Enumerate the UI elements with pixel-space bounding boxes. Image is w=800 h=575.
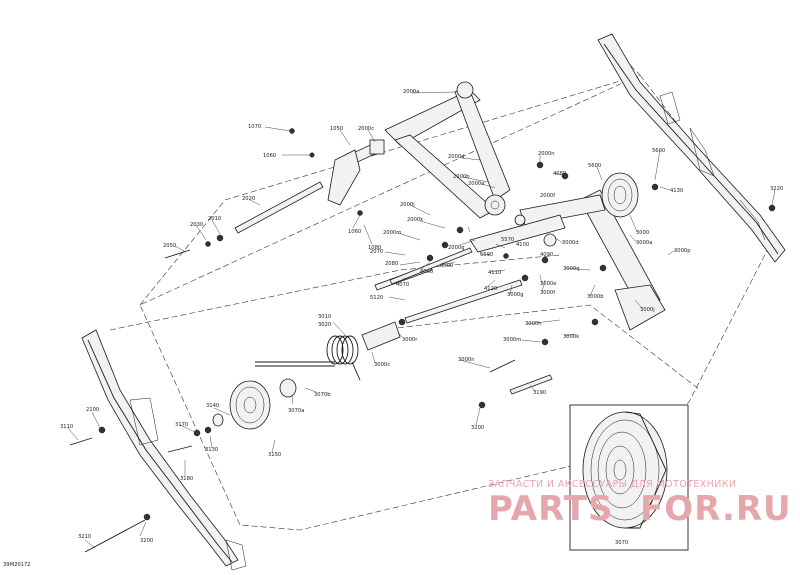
part-label: 2000d [448, 154, 465, 160]
part-label: 3000k [563, 334, 579, 340]
left-slide-rail [81, 329, 247, 571]
part-label: 3010 [318, 314, 331, 320]
part-label: 1080 [368, 245, 381, 251]
leader-lines [67, 91, 776, 549]
inset-part-label: 3070 [615, 540, 628, 546]
part-label: 2010 [208, 216, 221, 222]
part-label: 2020 [242, 196, 255, 202]
part-label: 3180 [180, 476, 193, 482]
part-label: 3000q [563, 266, 580, 272]
part-label: 4070 [396, 282, 409, 288]
part-label: 3000h [525, 321, 542, 327]
watermark-brand-right: FOR.RU [640, 489, 792, 529]
part-label: 2080 [385, 261, 398, 267]
part-label: 3110 [60, 424, 73, 430]
part-label: 3000b [587, 294, 604, 300]
part-label: 2000n [538, 151, 555, 157]
part-label: 5600 [652, 148, 665, 154]
part-label: 3130 [205, 447, 218, 453]
part-label: 3190 [533, 390, 546, 396]
part-label: 2100 [86, 407, 99, 413]
part-label: 3020 [318, 322, 331, 328]
part-label: 3000a [636, 240, 652, 246]
part-label: 3070a [288, 408, 304, 414]
part-label: 3000r [402, 337, 418, 343]
part-label: 2000m [383, 230, 401, 236]
part-label: 3000j [640, 307, 655, 313]
right-slide-rail [597, 33, 786, 263]
part-label: 1050 [330, 126, 343, 132]
part-label: 5570 [501, 237, 514, 243]
part-label: 3000 [636, 230, 649, 236]
diagram-code: 39M20172 [3, 562, 31, 568]
part-label: 3200 [471, 425, 484, 431]
part-label: 3000f [540, 290, 555, 296]
part-label: 3000c [374, 362, 390, 368]
assembly-dashed-inner [109, 254, 701, 391]
idler-wheel [212, 378, 297, 430]
part-label: 3000m [503, 337, 521, 343]
part-labels: 1070 1060 1050 2000c 2000a 2000d 2000b 2… [3, 89, 783, 568]
part-label: 4120 [484, 286, 497, 292]
part-label: 2000g [448, 245, 465, 251]
part-label: 4000 [440, 263, 453, 269]
fasteners [98, 128, 776, 521]
part-label: 4060 [420, 269, 433, 275]
rear-arm-assembly [469, 172, 666, 331]
part-label: 4130 [670, 188, 683, 194]
part-label: 3220 [770, 186, 783, 192]
part-label: 4090 [540, 252, 553, 258]
part-label: 3200 [140, 538, 153, 544]
part-label: 3000n [458, 357, 475, 363]
part-label: 3000e [540, 281, 556, 287]
part-label: 2050 [163, 243, 176, 249]
part-label: 5120 [370, 295, 383, 301]
watermark-tagline: ЗАПЧАСТИ И АКСЕССУАРЫ ДЛЯ МОТОТЕХНИКИ [488, 479, 736, 490]
part-label: 3000g [507, 292, 524, 298]
watermark: ЗАПЧАСТИ И АКСЕССУАРЫ ДЛЯ МОТОТЕХНИКИ PA… [488, 479, 792, 529]
part-label: 2000a [403, 89, 419, 95]
part-label: 2000c [358, 126, 374, 132]
part-label: 3170 [175, 422, 188, 428]
torsion-spring [255, 321, 401, 381]
part-label: 1060 [263, 153, 276, 159]
part-label: 3140 [206, 403, 219, 409]
part-label: 3000d [562, 240, 579, 246]
part-label: 1060 [348, 229, 361, 235]
part-label: 2000e [468, 181, 484, 187]
watermark-brand-left: PARTS [488, 489, 613, 529]
shafts [69, 181, 553, 553]
part-label: 2070 [370, 249, 383, 255]
inset-wheel-detail [569, 404, 689, 551]
part-label: 3070b [314, 392, 331, 398]
part-label: 2000f [540, 193, 555, 199]
part-label: 4110 [488, 270, 501, 276]
part-label: 5600 [588, 163, 601, 169]
part-label: 2000b [453, 174, 470, 180]
part-label: 1070 [248, 124, 261, 130]
part-label: 4100 [516, 242, 529, 248]
part-label: 3000p [674, 248, 691, 254]
part-label: 2030 [190, 222, 203, 228]
part-label: 5590 [480, 252, 493, 258]
part-label: 3150 [268, 452, 281, 458]
part-label: 4080 [553, 171, 566, 177]
front-arm-assembly [327, 81, 511, 219]
part-label: 3210 [78, 534, 91, 540]
part-label: 2000j [400, 202, 415, 208]
part-label: 2000k [407, 217, 423, 223]
